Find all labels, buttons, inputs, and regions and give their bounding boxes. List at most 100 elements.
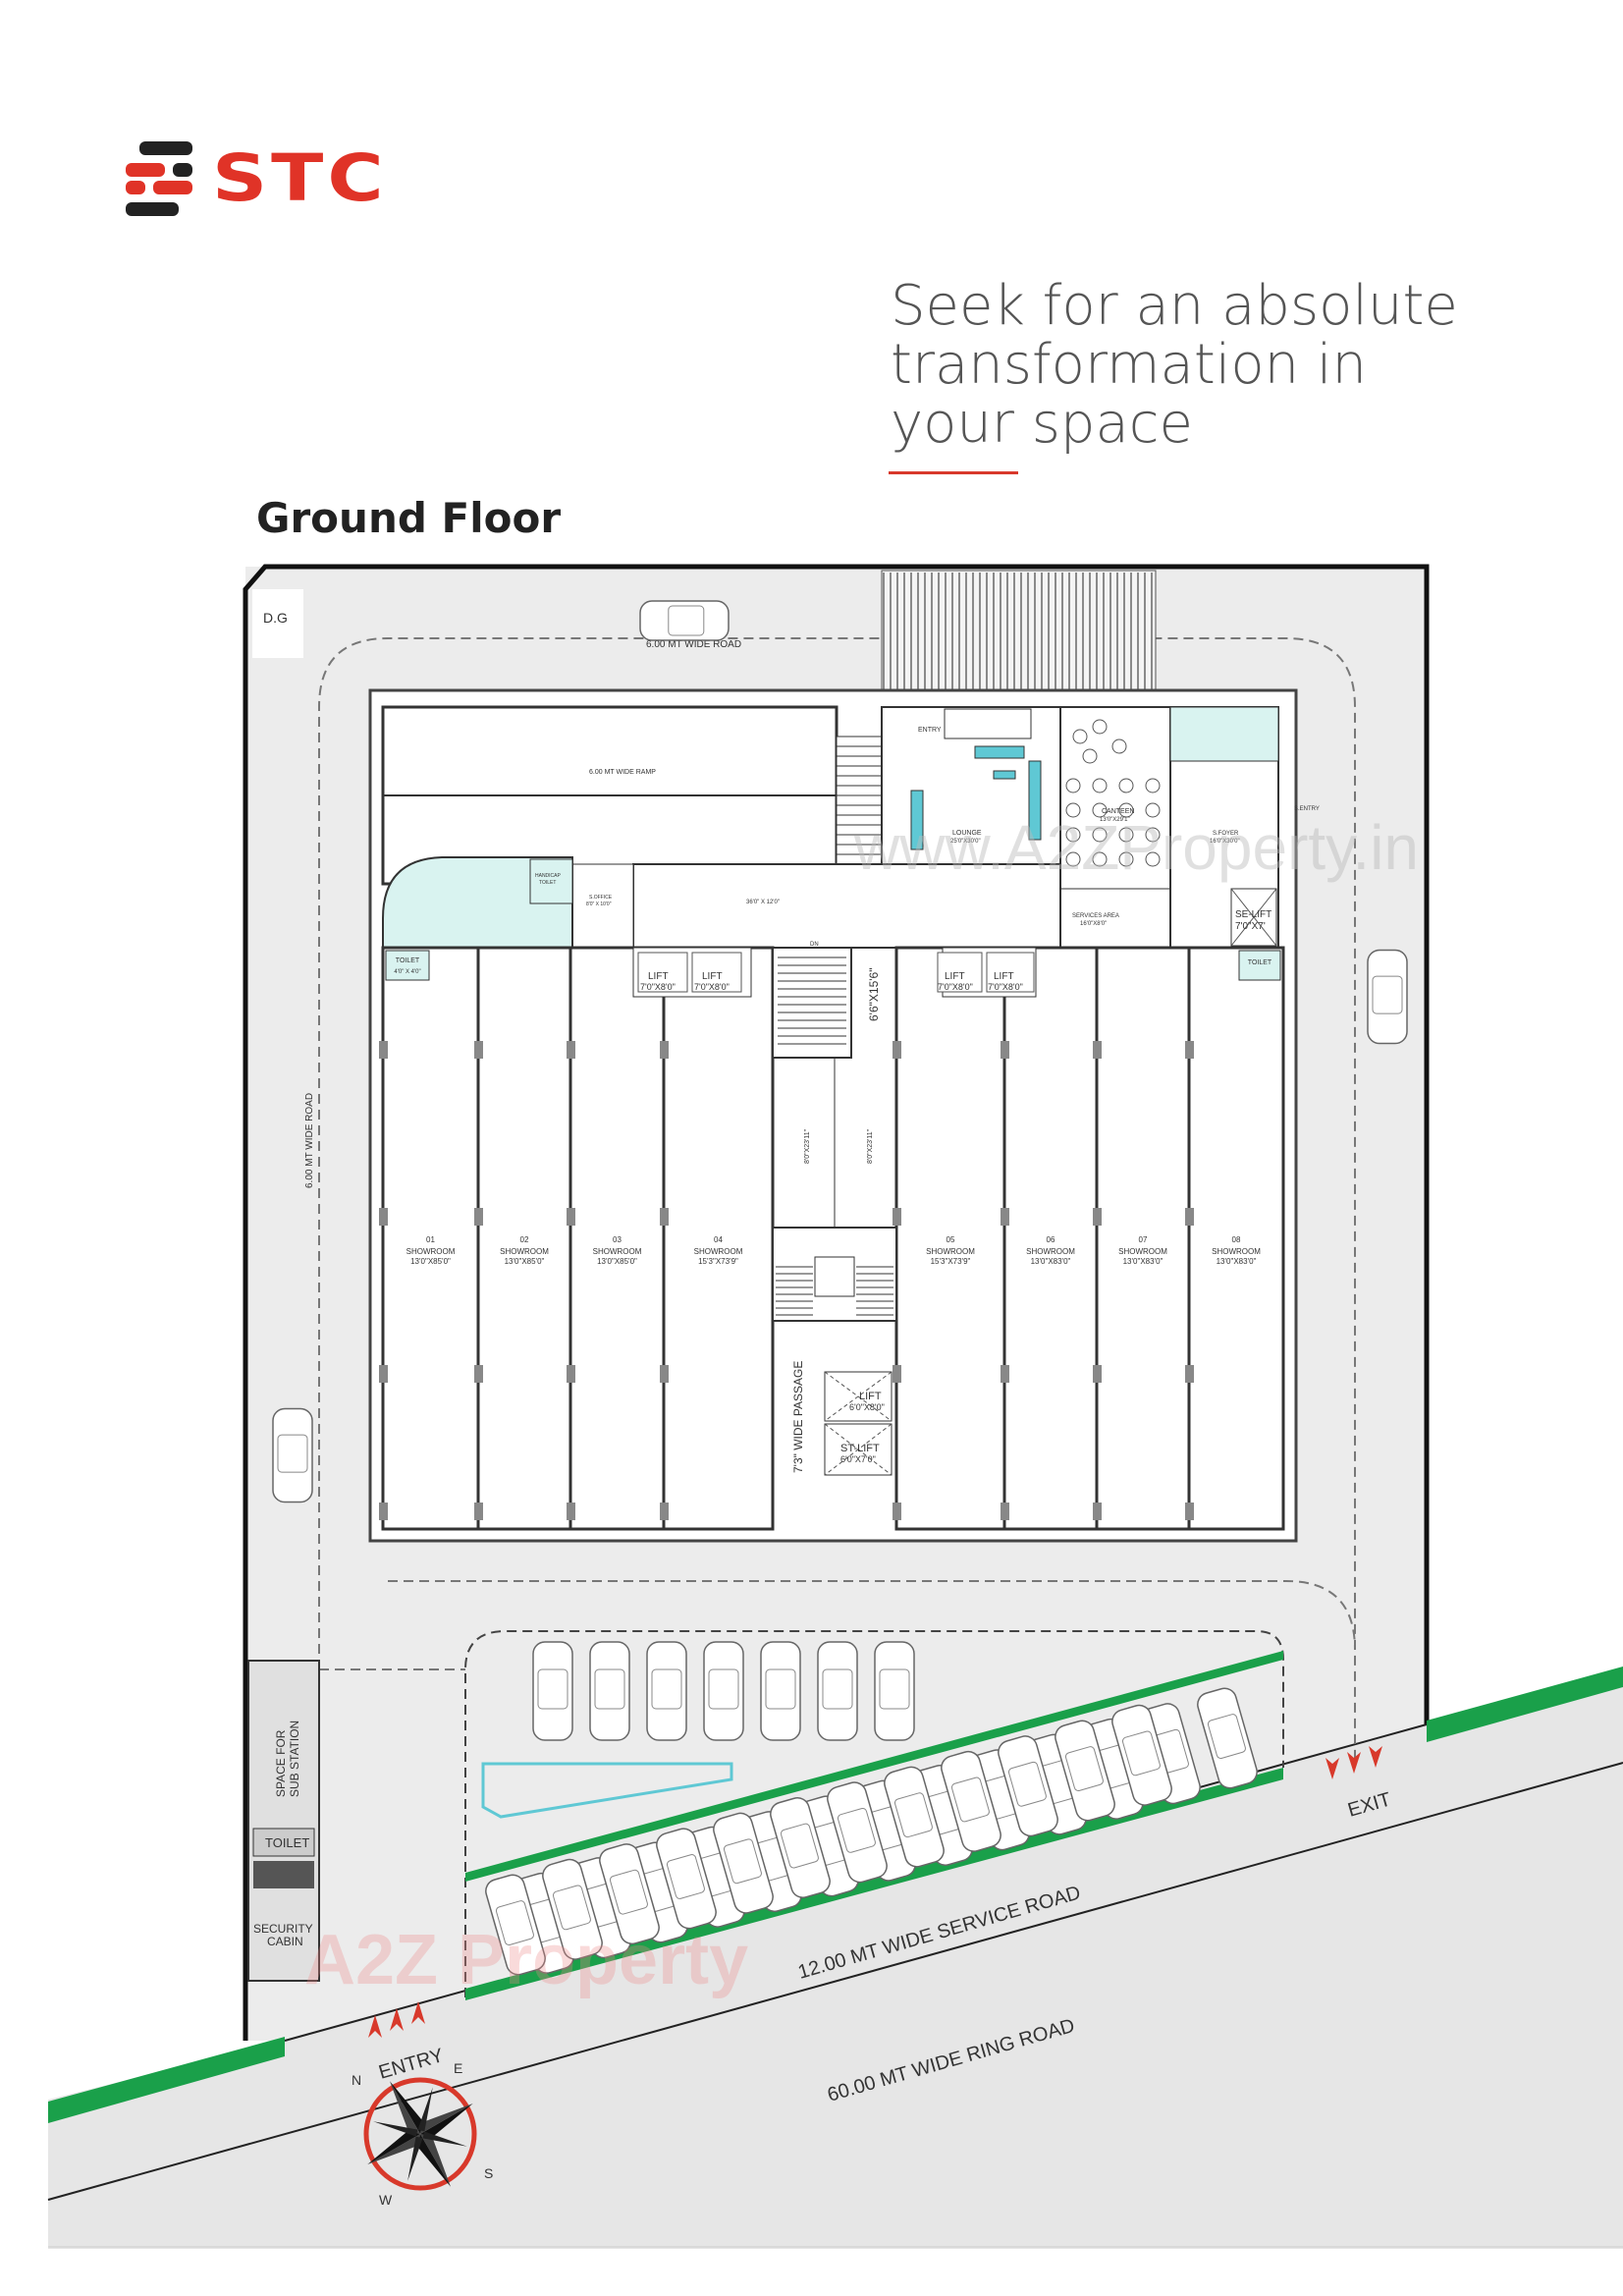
showroom-label: SHOWROOM [406,1247,456,1256]
lift-label: LIFT [945,971,965,982]
green-verge-left [48,2037,285,2123]
chair-icon [1145,827,1161,843]
top-road-label: 6.00 MT WIDE ROAD [646,639,741,650]
passage-size: 8'0"X23'11" [867,1128,874,1164]
showroom-number: 07 [1139,1235,1148,1244]
canteen-label: CANTEEN [1102,808,1134,815]
office-size: 8'0" X 10'0" [586,902,612,907]
car-icon [998,1735,1058,1837]
car-icon [884,1766,945,1868]
toilet-label: TOILET [396,957,420,964]
logo-mark-icon [126,141,192,216]
car-icon [639,600,730,641]
car-icon [532,1641,573,1741]
site-boundary [243,564,1430,2041]
stc-logo: STC [126,140,388,217]
lift-size: 7'0"X8'0" [694,982,730,992]
chair-icon [1065,802,1081,818]
left-road-label: 6.00 MT WIDE ROAD [304,1093,315,1188]
passage-label: 7'3" WIDE PASSAGE [791,1361,805,1473]
st-lift-size: 6'0"X7'0" [840,1454,876,1464]
lounge-entry-label: ENTRY [918,727,942,734]
showroom-size: 13'0"X83'0" [1031,1257,1071,1266]
foyer-label: S.FOYER [1213,831,1239,837]
lift-label: LIFT [648,971,669,982]
chair-icon [1065,778,1081,793]
showroom-label: SHOWROOM [1212,1247,1261,1256]
entry-arrows-icon [368,2001,425,2038]
tagline: Seek for an absolute transformation in y… [891,277,1458,454]
handicap-label-2: TOILET [539,880,556,886]
chair-icon [1145,778,1161,793]
showroom-size: 13'0"X85'0" [505,1257,545,1266]
stair-size: 6'6"X15'6" [867,968,881,1021]
passage-size: 8'0"X23'11" [804,1128,811,1164]
dn-label: DN [810,942,819,948]
gate-toilet-label: TOILET [265,1835,309,1850]
showroom-label: SHOWROOM [593,1247,642,1256]
security-label-2: CABIN [267,1935,303,1948]
car-icon [542,1858,603,1960]
showroom-label: SHOWROOM [1026,1247,1075,1256]
center-lift-label: LIFT [859,1391,882,1402]
chair-icon [1065,827,1081,843]
tagline-line: Seek for an absolute [891,274,1458,338]
chair-icon [1118,827,1134,843]
small-toilet-right: TOILET [1238,950,1281,981]
car-icon [770,1797,831,1898]
showroom-number: 04 [714,1235,723,1244]
watermark-logo: A2Z Property [304,1921,748,1999]
showroom-number: 03 [613,1235,622,1244]
car-icon [760,1641,801,1741]
lobby [632,863,1061,949]
chair-icon [1118,778,1134,793]
toilet-label: TOILET [1248,959,1272,966]
handicap-label: HANDICAP [535,873,562,879]
ring-road [48,1669,1623,2249]
compass-s: S [484,2165,493,2181]
showroom-number: 01 [426,1235,435,1244]
chair-icon [1145,802,1161,818]
chair-icon [1145,851,1161,867]
toilet-size: 4'0" X 4'0" [394,969,420,975]
toilet-block [382,856,573,949]
showroom-size: 13'0"X85'0" [597,1257,637,1266]
showroom-number: 06 [1047,1235,1055,1244]
showroom-size: 15'3"X73'9" [698,1257,738,1266]
chair-icon [1118,851,1134,867]
car-icon [817,1641,858,1741]
showroom-number: 02 [520,1235,529,1244]
car-icon [941,1750,1001,1852]
tagline-line: your space [891,392,1193,456]
showroom-label: SHOWROOM [926,1247,975,1256]
car-icon [656,1828,717,1930]
substation-block [247,1660,320,1982]
tagline-line: transformation in [891,333,1367,397]
lounge-label: LOUNGE [952,830,982,837]
car-icon [1055,1720,1115,1822]
green-verge-right [1427,1667,1623,1742]
foyer-size: 16'0"X30'0" [1210,839,1240,845]
lift-size: 7'0"X8'0" [938,982,973,992]
showroom-label: SHOWROOM [1118,1247,1167,1256]
service-entry-label: S.ENTRY [1294,806,1320,812]
services-size: 16'0"X8'0" [1080,921,1107,927]
lobby-size: 36'0" X 12'0" [746,900,780,905]
watermark-url: www.A2ZProperty.in [853,812,1419,883]
central-core: LIFT 7'0"X8'0" LIFT 7'0"X8'0" LIFT 7'0"X… [632,942,1037,1476]
ramp-label: 6.00 MT WIDE RAMP [589,769,656,776]
car-icon [589,1641,630,1741]
car-icon [827,1781,888,1884]
small-toilet-left: TOILET 4'0" X 4'0" [385,950,430,981]
compass-n: N [352,2072,361,2088]
chair-icon [1065,851,1081,867]
exit-arrows-icon [1325,1746,1382,1779]
showroom-number: 05 [947,1235,955,1244]
chair-icon [1082,748,1098,764]
lift-label: LIFT [994,971,1014,982]
